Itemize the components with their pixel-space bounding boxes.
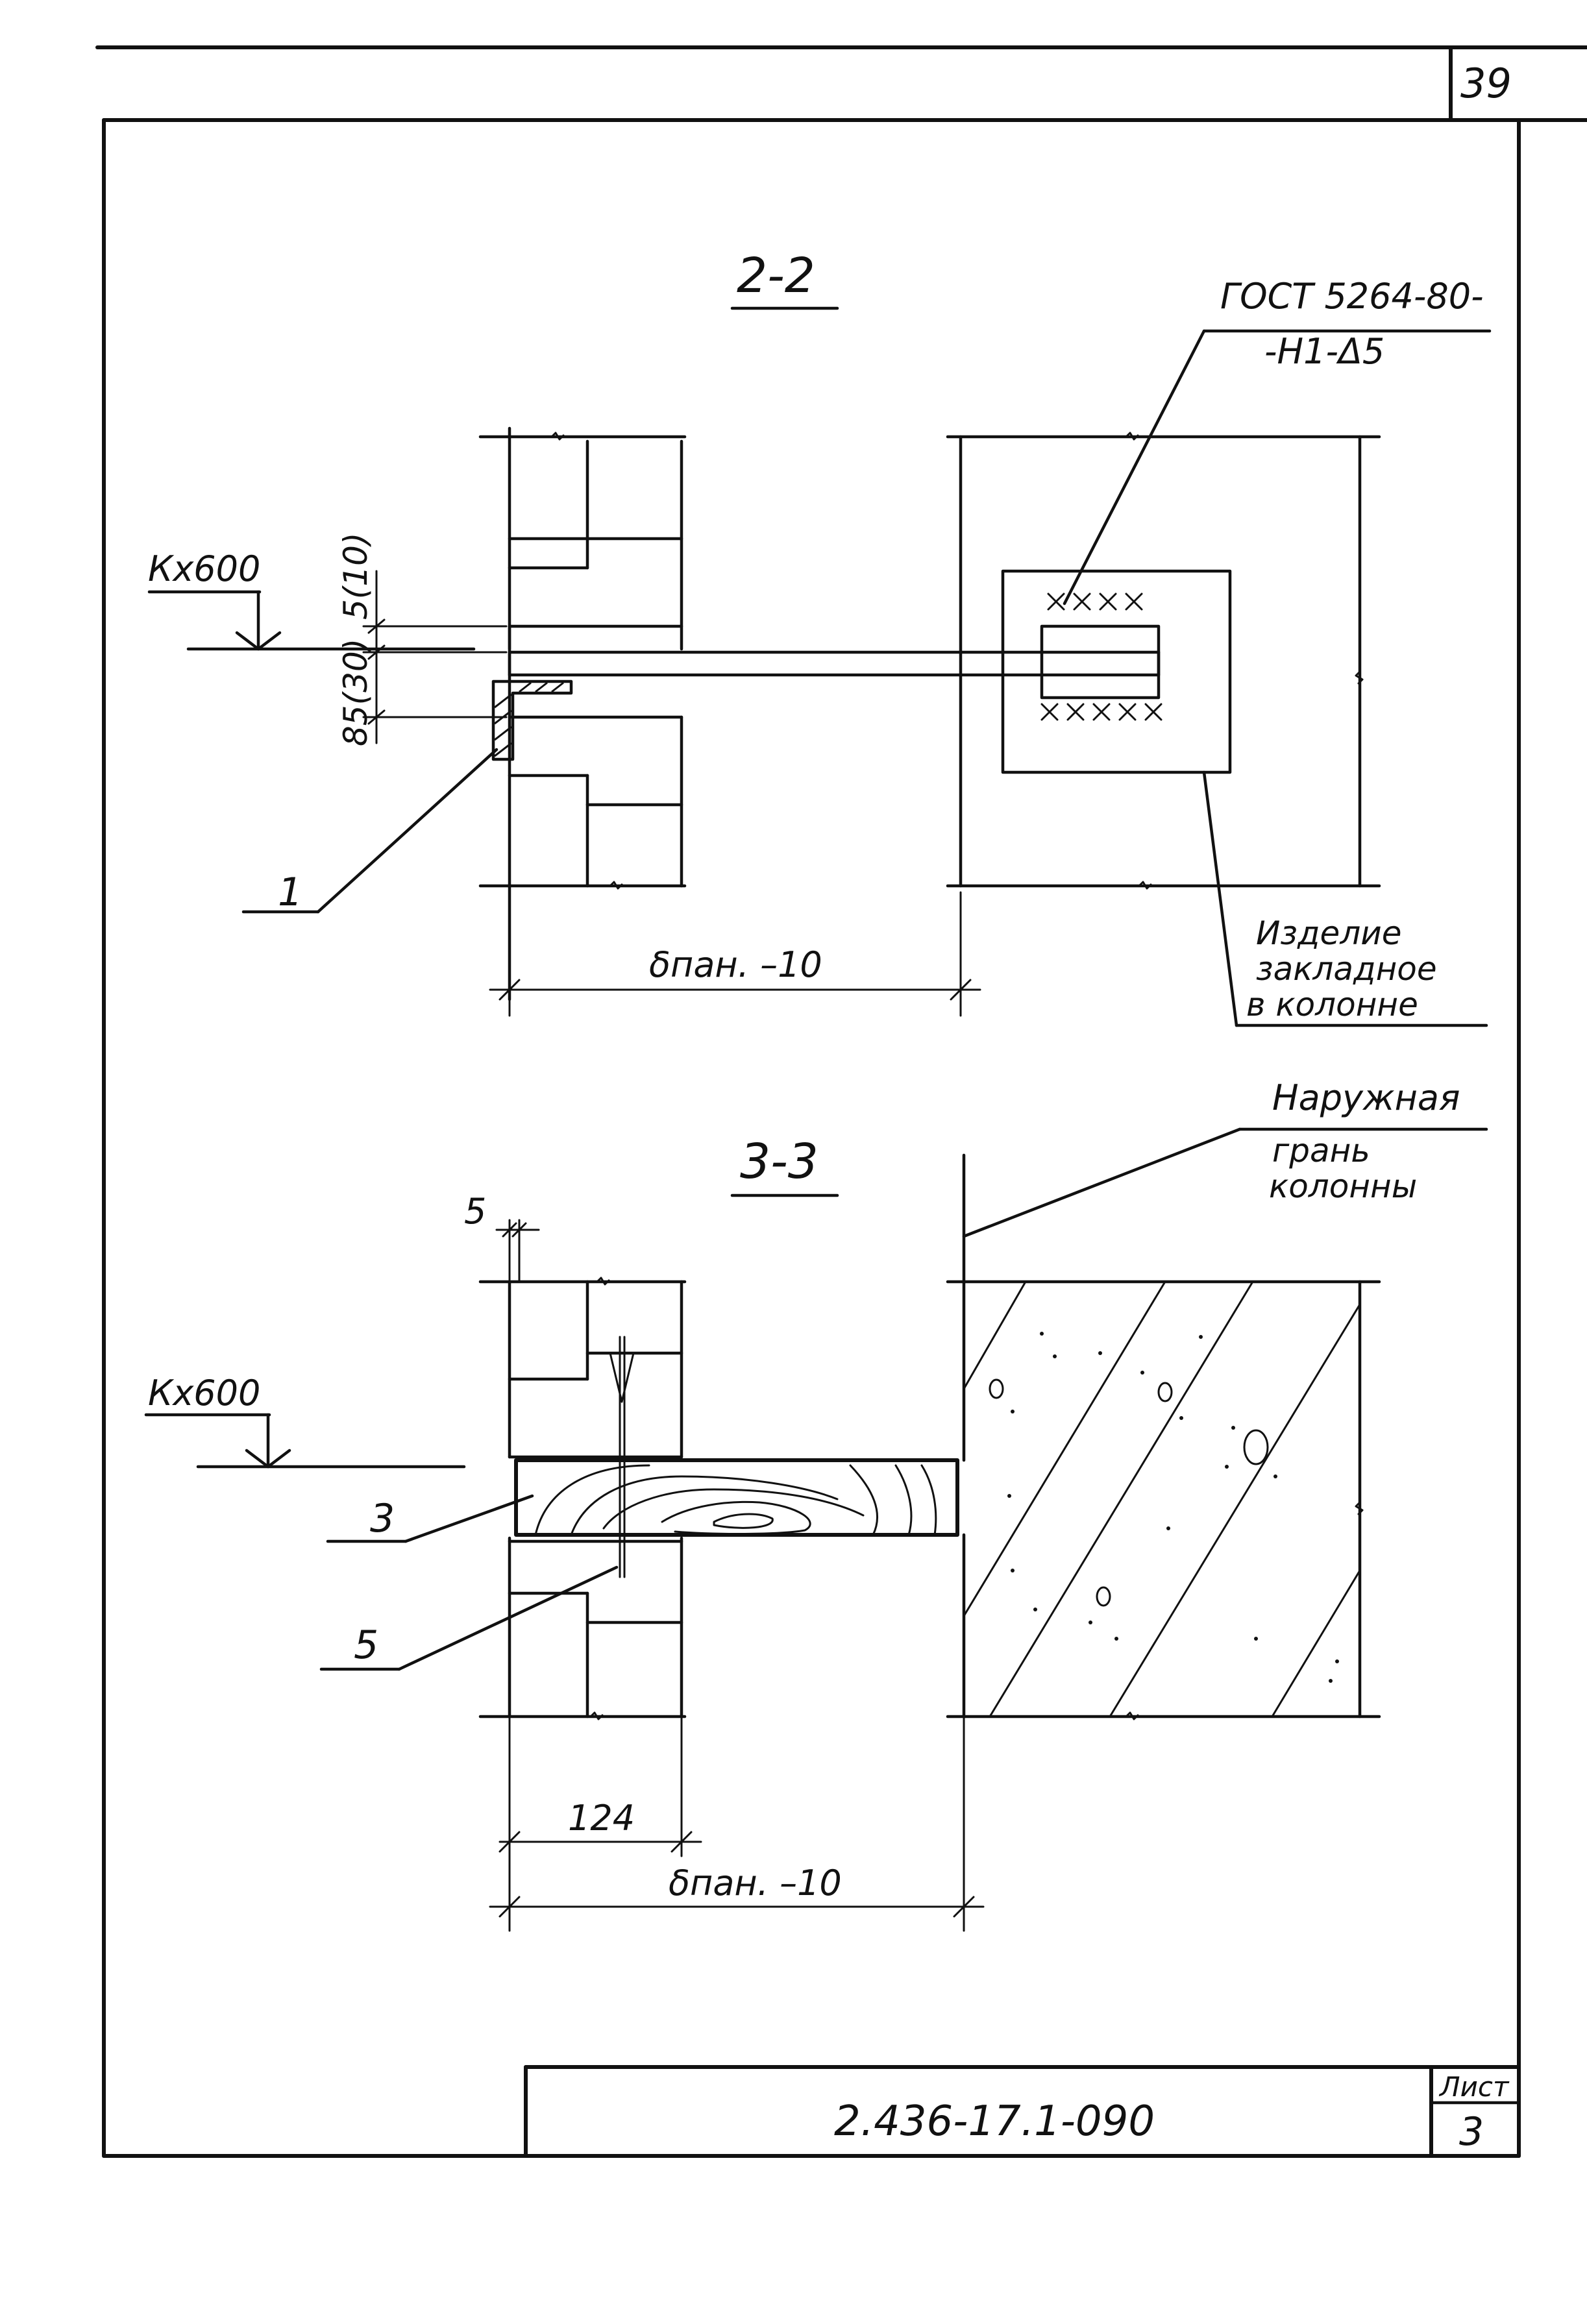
callout-1-leader: [241, 748, 498, 914]
weld-note-line-1: ГОСТ 5264-80-: [1220, 276, 1484, 317]
horizontal-dimensions-3: [489, 1715, 985, 1932]
embedded-note-line-2: закладное: [1256, 950, 1437, 988]
callout-3-leader: [326, 1494, 534, 1543]
sheet-frame: [95, 45, 1587, 2158]
concrete-column-3: [946, 1153, 1381, 1720]
brick-wall-3: [478, 1277, 687, 1720]
column-2: [946, 432, 1381, 890]
dim-gap-5-label: 5: [464, 1191, 486, 1232]
column-face-line-1: Наружная: [1272, 1077, 1460, 1118]
dim-panel-width-2: δпан. –10: [649, 944, 822, 985]
weld-note-line-2: -Н1-Δ5: [1264, 331, 1384, 372]
dim-panel-width-3: δпан. –10: [669, 1863, 842, 1903]
section-2-2: 2-2: [147, 248, 1492, 1027]
column-face-line-3: колонны: [1269, 1168, 1417, 1205]
sheet-number: 3: [1459, 2109, 1484, 2155]
section-3-3: 3-3 Наружная грань колонны 5: [144, 1077, 1488, 1932]
dim-85-30-label: 85(30): [337, 639, 375, 746]
weld-note-leader: [1063, 329, 1492, 605]
embedded-plate-2: [1001, 569, 1232, 774]
column-face-line-2: грань: [1272, 1132, 1370, 1169]
embedded-note-line-1: Изделие: [1256, 914, 1402, 952]
callout-5-label: 5: [354, 1622, 378, 1668]
sheet-label: Лист: [1438, 2071, 1510, 2103]
callout-5-leader: [319, 1565, 619, 1671]
level-mark-3: [144, 1413, 466, 1469]
level-mark-2-label: Кх600: [148, 548, 260, 589]
page-number: 39: [1460, 60, 1512, 107]
horizontal-dimension-2: [489, 885, 981, 1017]
title-block: [524, 2065, 1521, 2158]
wooden-bar-item-3: [514, 1458, 959, 1537]
dim-124-label: 124: [568, 1798, 635, 1839]
steel-angle-item-1: [491, 679, 573, 761]
vertical-dimension-2: [362, 570, 508, 744]
level-mark-3-label: Кх600: [148, 1373, 260, 1413]
callout-3-label: 3: [370, 1496, 395, 1541]
column-face-leader: [962, 1127, 1488, 1238]
embedded-note-leader: [1202, 770, 1488, 1027]
anchor-strip-2: [508, 650, 1161, 677]
weld-marks-2: [1040, 593, 1163, 721]
embedded-note-line-3: в колонне: [1246, 986, 1418, 1023]
section-3-title: 3-3: [740, 1134, 818, 1190]
dim-gap-5: [495, 1219, 540, 1283]
brick-wall-2: [478, 426, 687, 1001]
document-code: 2.436-17.1-090: [834, 2098, 1155, 2146]
level-mark-2: [147, 590, 476, 651]
callout-1-label: 1: [278, 870, 302, 915]
dim-5-10-label: 5(10): [337, 533, 375, 620]
section-2-title: 2-2: [737, 248, 815, 304]
